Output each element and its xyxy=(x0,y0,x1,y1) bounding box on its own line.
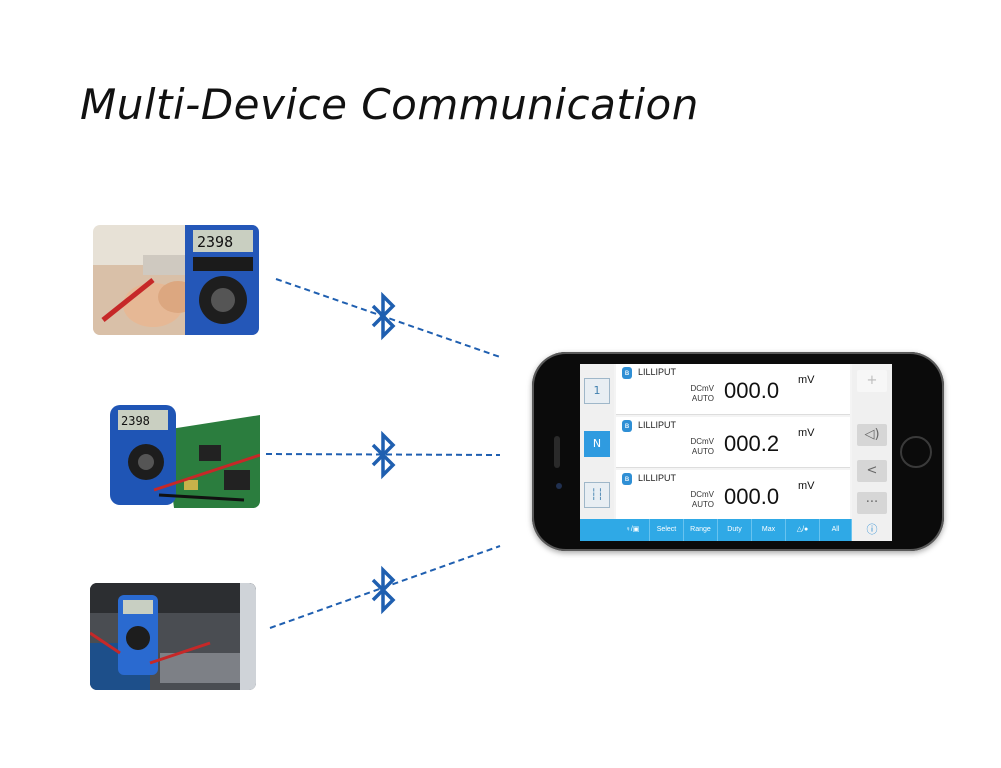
svg-text:2398: 2398 xyxy=(121,414,150,428)
more-icon[interactable]: ··· xyxy=(857,492,887,514)
relative-bluetooth-button[interactable]: △/● xyxy=(786,519,820,541)
page-title: Multi-Device Communication xyxy=(80,80,699,129)
link-line-2 xyxy=(265,453,501,456)
reading-value: 000.2 xyxy=(724,431,780,456)
mode-label: DCmV xyxy=(690,437,714,446)
front-camera xyxy=(556,483,562,489)
share-icon[interactable]: < xyxy=(857,460,887,482)
home-button[interactable] xyxy=(900,436,932,468)
bluetooth-icon xyxy=(371,291,396,341)
all-button[interactable]: All xyxy=(820,519,852,541)
info-icon[interactable]: ⓘ xyxy=(852,519,892,541)
right-toolbar: + ◁) < ··· xyxy=(852,364,892,541)
light-hold-button[interactable]: ♀/▣ xyxy=(616,519,650,541)
multi-view-icon[interactable]: N xyxy=(584,431,610,457)
left-toolbar: 1 N ┆┆ xyxy=(580,364,614,541)
plus-icon[interactable]: + xyxy=(857,370,887,392)
reading-unit: mV xyxy=(798,427,815,439)
range-label: AUTO xyxy=(691,500,714,509)
select-button[interactable]: Select xyxy=(650,519,684,541)
max-button[interactable]: Max xyxy=(752,519,786,541)
multimeter-photo-1: 2398 xyxy=(93,225,259,335)
device-name: LILLIPUT xyxy=(638,420,677,430)
bluetooth-icon xyxy=(371,565,396,615)
device-name: LILLIPUT xyxy=(638,367,677,377)
device-name: LILLIPUT xyxy=(638,473,677,483)
range-label: AUTO xyxy=(691,394,714,403)
reading-value: 000.0 xyxy=(724,378,780,403)
single-view-icon[interactable]: 1 xyxy=(584,378,610,404)
bluetooth-icon: ʙ xyxy=(622,420,632,432)
range-button[interactable]: Range xyxy=(684,519,718,541)
reading-value: 000.0 xyxy=(724,484,780,509)
link-line-1 xyxy=(275,278,501,358)
bluetooth-icon xyxy=(371,430,396,480)
bar-chart-icon[interactable]: ┆┆ xyxy=(584,482,610,508)
svg-text:2398: 2398 xyxy=(197,233,233,251)
speaker-icon[interactable]: ◁) xyxy=(857,424,887,446)
bluetooth-icon: ʙ xyxy=(622,367,632,379)
multimeter-photo-3 xyxy=(90,583,256,690)
reading-unit: mV xyxy=(798,374,815,386)
bluetooth-icon: ʙ xyxy=(622,473,632,485)
reading-unit: mV xyxy=(798,480,815,492)
mode-label: DCmV xyxy=(690,384,714,393)
earpiece xyxy=(554,436,560,468)
mode-label: DCmV xyxy=(690,490,714,499)
range-label: AUTO xyxy=(691,447,714,456)
bottom-toolbar: ♀/▣ Select Range Duty Max △/● All ⓘ xyxy=(580,519,892,541)
multimeter-photo-2: 2398 xyxy=(104,400,260,508)
duty-button[interactable]: Duty xyxy=(718,519,752,541)
